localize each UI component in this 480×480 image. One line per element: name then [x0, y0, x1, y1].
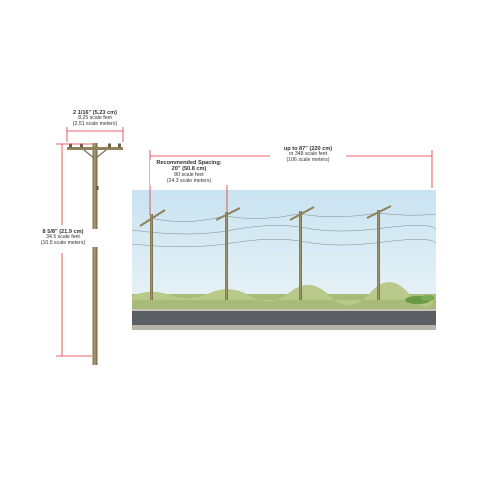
single-pole: [67, 143, 123, 365]
spacing-meters: (24.3 scale meters): [166, 177, 212, 184]
spacing-label: Recommended Spacing: 20" (50.8 cm) 80 sc…: [150, 160, 228, 185]
pole-height-main: 8 5/8" (21.9 cm): [42, 229, 84, 235]
pole-height-meters: (10.5 scale meters): [40, 240, 86, 247]
crossarm-width-meters: (2.51 scale meters): [72, 121, 118, 128]
dimension-pole-height: [56, 143, 92, 357]
spacing-feet: 80 scale feet: [174, 171, 204, 178]
scene-pole-4: [366, 205, 392, 300]
crossarm-width-label: 2 1/16" (5.23 cm) 8.25 scale feet (2.51 …: [60, 110, 130, 128]
scene-pole-2: [215, 207, 241, 300]
spacing-title: Recommended Spacing:: [156, 160, 222, 166]
scene: [131, 190, 437, 330]
crossarm-width-main: 2 1/16" (5.23 cm): [72, 110, 117, 116]
total-span-feet: or 348 scale feet: [288, 151, 328, 158]
pole-height-label: 8 5/8" (21.9 cm) 34.5 scale feet (10.5 s…: [24, 229, 102, 248]
total-span-meters: (106 scale meters): [286, 157, 330, 164]
spacing-main: 20" (50.8 cm): [171, 166, 207, 173]
total-span-main: up to 87" (220 cm): [283, 146, 333, 152]
scene-pole-3: [289, 206, 315, 300]
crossarm-width-feet: 8.25 scale feet: [78, 115, 112, 122]
dimension-crossarm: [66, 127, 124, 142]
total-span-label: up to 87" (220 cm) or 348 scale feet (10…: [270, 146, 346, 165]
scene-pole-1: [139, 209, 166, 300]
pole-height-feet: 34.5 scale feet: [46, 234, 80, 241]
